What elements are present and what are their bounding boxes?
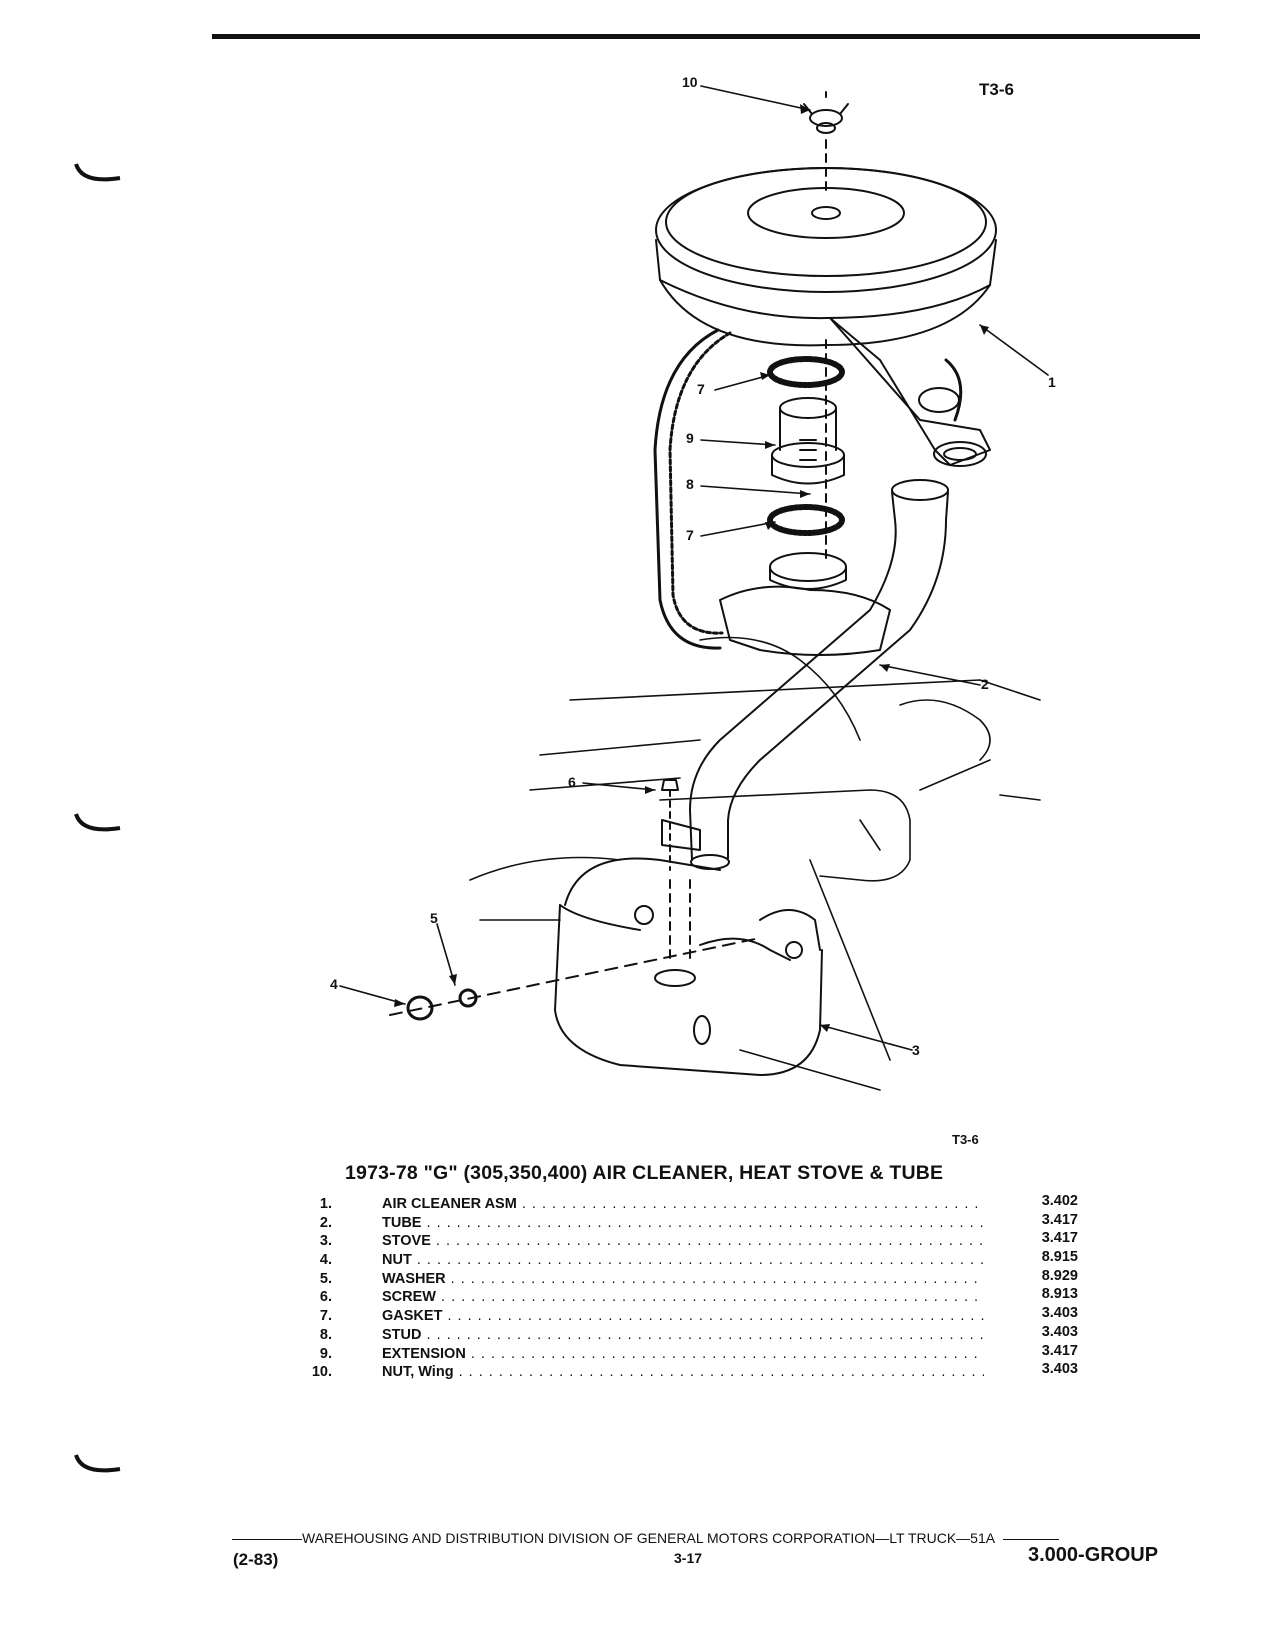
heat-tube [689,479,949,870]
part-group-code: 8.913 [1041,1286,1078,1303]
exploded-view-illustration [339,85,1049,1091]
gasket-upper [767,356,845,388]
wing-nut [803,91,849,561]
part-description: SCREW [382,1289,984,1305]
leader-arrowheads [394,104,989,1032]
part-group-code: 3.403 [1041,1361,1078,1378]
leader-lines [339,85,1049,1051]
part-group-code: 3.417 [1041,1211,1078,1228]
callout-8: 8 [686,476,694,492]
binder-hole-mark [74,1454,121,1473]
part-group-code: 3.403 [1041,1323,1078,1340]
part-description: NUT, Wing [382,1364,984,1380]
heat-stove [554,857,823,1076]
part-number: 9. [319,1345,332,1362]
flex-hose [653,328,963,650]
binder-hole-mark [74,813,121,832]
part-group-code: 3.402 [1041,1193,1078,1209]
part-description: EXTENSION [382,1346,984,1362]
part-row: 9. EXTENSION 3.417 [300,1342,1090,1365]
part-row: 4. NUT 8.915 [300,1249,1090,1271]
gasket-lower [767,504,845,536]
carburetor [719,552,891,656]
footer-group: 3.000-GROUP [1028,1544,1159,1566]
part-group-code: 8.915 [1041,1249,1078,1266]
part-group-code: 3.403 [1041,1305,1078,1322]
figure-code-caption: T3-6 [952,1132,979,1147]
page-title: 1973-78 "G" (305,350,400) AIR CLEANER, H… [345,1162,944,1184]
footer-publisher-line: WAREHOUSING AND DISTRIBUTION DIVISION OF… [232,1530,1172,1546]
parts-list: 1. AIR CLEANER ASM 3.402 2. TUBE 3.417 3… [300,1193,1090,1383]
binder-hole-mark [74,163,121,182]
part-description: STUD [382,1327,984,1343]
engine-outline [469,636,1041,1091]
part-row: 1. AIR CLEANER ASM 3.402 [300,1193,1090,1215]
part-number: 8. [319,1326,332,1343]
part-group-code: 8.929 [1041,1267,1078,1284]
part-group-code: 3.417 [1041,1230,1078,1247]
callout-10: 10 [682,74,698,90]
footer-date: (2-83) [233,1550,279,1569]
snorkel [829,317,991,467]
footer-rule-right [1002,1538,1059,1540]
part-number: 4. [319,1252,332,1269]
part-row: 2. TUBE 3.417 [300,1211,1090,1234]
part-description: GASKET [382,1308,984,1324]
callout-9: 9 [686,430,694,446]
callout-7-lower: 7 [686,527,694,543]
part-row: 6. SCREW 8.913 [300,1286,1090,1308]
footer-rule-left [232,1538,302,1540]
part-description: AIR CLEANER ASM [382,1196,984,1212]
figure-code: T3-6 [979,80,1014,99]
part-group-code: 3.417 [1041,1342,1078,1359]
part-description: WASHER [382,1271,984,1287]
part-number: 1. [319,1196,332,1212]
part-number: 6. [319,1289,332,1306]
part-description: TUBE [382,1215,984,1231]
page-number: 3-17 [674,1550,703,1566]
nut-washer [389,937,761,1021]
part-row: 3. STOVE 3.417 [300,1230,1090,1252]
part-number: 5. [319,1270,332,1287]
callout-6: 6 [568,774,576,790]
callout-3: 3 [912,1042,920,1058]
header-rule [212,34,1200,39]
part-number: 10. [311,1364,332,1381]
part-row: 5. WASHER 8.929 [300,1267,1090,1290]
air-cleaner-housing [655,167,997,347]
callout-1: 1 [1048,374,1056,390]
extension [771,397,845,485]
part-description: STOVE [382,1233,984,1249]
part-number: 3. [319,1233,332,1250]
footer-publisher: WAREHOUSING AND DISTRIBUTION DIVISION OF… [302,1530,996,1546]
callout-5: 5 [430,910,438,926]
part-number: 7. [319,1308,332,1325]
part-row: 7. GASKET 3.403 [300,1305,1090,1327]
part-description: NUT [382,1252,984,1268]
part-row: 10. NUT, Wing 3.403 [300,1361,1090,1383]
callout-7-upper: 7 [697,381,705,397]
callout-2: 2 [981,676,989,692]
bracket [661,779,701,871]
callout-4: 4 [330,976,338,992]
part-row: 8. STUD 3.403 [300,1323,1090,1346]
part-number: 2. [319,1214,332,1231]
